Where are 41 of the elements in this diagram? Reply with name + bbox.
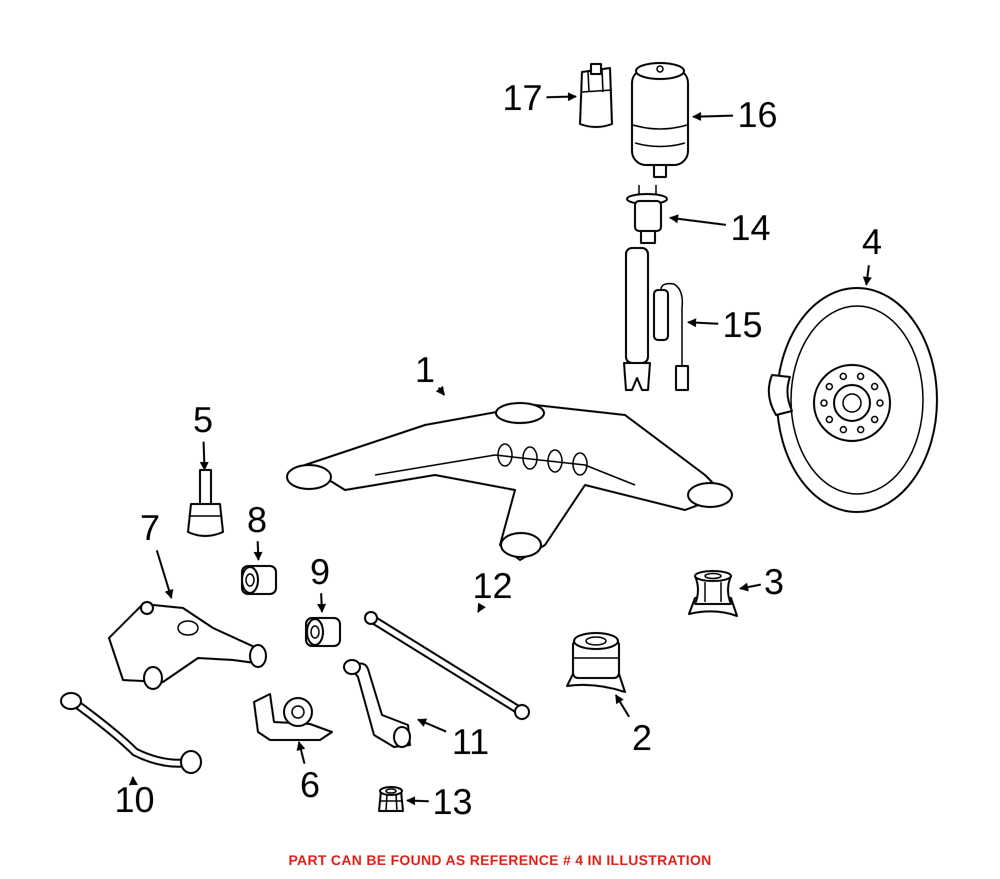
mount-drawing <box>565 630 627 695</box>
bushing-drawing <box>375 785 407 815</box>
callout-number: 2 <box>630 718 654 758</box>
bracket-drawing <box>250 692 335 742</box>
leader-line <box>614 694 630 718</box>
leader-line <box>317 593 326 613</box>
leader-line <box>254 541 263 561</box>
leader-line <box>417 718 446 733</box>
leader-line <box>406 796 429 806</box>
leader-line <box>546 92 577 102</box>
leader-line <box>739 582 761 592</box>
callout-number: 9 <box>308 552 332 592</box>
leader-line <box>296 741 306 764</box>
callout-number: 14 <box>728 208 773 248</box>
mount-drawing <box>685 568 740 620</box>
leader-line <box>692 112 734 121</box>
leader-line <box>128 776 138 786</box>
callout-number: 17 <box>500 78 545 118</box>
caption: PART CAN BE FOUND AS REFERENCE # 4 IN ILLUSTRATION <box>287 852 713 868</box>
leader-line <box>862 265 872 286</box>
leader-line <box>436 386 446 396</box>
callout-number: 7 <box>138 508 162 548</box>
callout-number: 15 <box>720 305 765 345</box>
callout-number: 10 <box>112 780 157 820</box>
callout-number: 4 <box>860 222 884 262</box>
callout-number: 5 <box>191 400 215 440</box>
callout-number: 11 <box>448 722 493 762</box>
leader-line <box>687 318 718 328</box>
callout-number: 3 <box>762 562 786 602</box>
callout-number: 16 <box>735 95 780 135</box>
leader-line <box>156 550 174 599</box>
callout-number: 12 <box>470 566 515 606</box>
leader-line <box>200 442 209 471</box>
strut-mount-drawing <box>625 185 670 245</box>
callout-number: 6 <box>298 765 322 805</box>
leader-line <box>669 214 726 226</box>
callout-number: 13 <box>430 782 475 822</box>
callout-number: 8 <box>245 500 269 540</box>
leader-line <box>477 602 486 613</box>
sleeve-drawing <box>576 62 616 130</box>
callout-number: 1 <box>413 350 437 390</box>
